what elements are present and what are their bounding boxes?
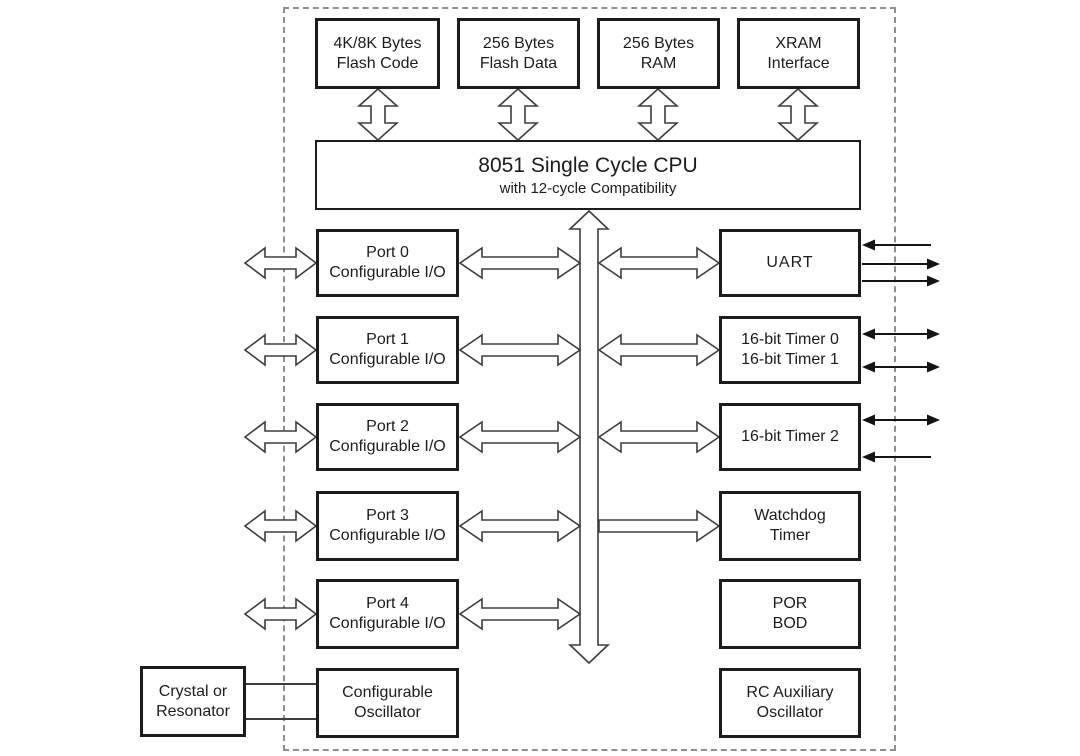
- chip-boundary-dashed-border: [283, 7, 896, 751]
- block-ram-label-1: 256 Bytes: [622, 34, 695, 52]
- block-cpu-title: 8051 Single Cycle CPU: [478, 153, 698, 177]
- block-timer01-label-1: 16-bit Timer 0: [741, 331, 839, 348]
- port1-external-arrow-icon: [243, 333, 318, 367]
- uart-signal-out-arrow-2-icon: [862, 275, 940, 287]
- block-ram-label-2: RAM: [640, 54, 677, 72]
- block-rc-aux-oscillator: RC Auxiliary Oscillator: [719, 668, 861, 738]
- port1-bus-arrow-icon: [458, 333, 582, 367]
- block-config-osc-label-1: Configurable: [342, 684, 433, 701]
- block-flash-data: 256 Bytes Flash Data: [457, 18, 580, 89]
- block-port0: Port 0 Configurable I/O: [316, 229, 459, 297]
- port0-bus-arrow-icon: [458, 246, 582, 280]
- port2-bus-arrow-icon: [458, 420, 582, 454]
- block-rc-osc-label-2: Oscillator: [756, 704, 824, 721]
- block-watchdog-label-1: Watchdog: [754, 507, 826, 524]
- port4-external-arrow-icon: [243, 597, 318, 631]
- block-por-bod: POR BOD: [719, 579, 861, 649]
- block-crystal-label-2: Resonator: [156, 702, 230, 720]
- block-port2-label-2: Configurable I/O: [329, 438, 446, 455]
- block-xram-label-1: XRAM: [775, 34, 822, 52]
- timer2-signal-in-arrow-icon: [862, 451, 931, 463]
- ram-cpu-arrow-icon: [636, 87, 680, 142]
- block-timer01: 16-bit Timer 0 16-bit Timer 1: [719, 316, 861, 384]
- block-xram-interface: XRAM Interface: [737, 18, 860, 89]
- timer01-signal-arrow-2-icon: [862, 361, 940, 373]
- cpu-bus-vertical-arrow-icon: [567, 209, 611, 665]
- block-crystal-resonator: Crystal or Resonator: [140, 666, 246, 737]
- block-port4-label-1: Port 4: [366, 595, 409, 612]
- timer01-signal-arrow-1-icon: [862, 328, 940, 340]
- block-por-bod-label-2: BOD: [772, 615, 808, 632]
- port3-external-arrow-icon: [243, 509, 318, 543]
- flashcode-cpu-arrow-icon: [356, 87, 400, 142]
- crystal-oscillator-link-lines: [245, 683, 316, 720]
- timer2-signal-arrow-1-icon: [862, 414, 940, 426]
- block-port4-label-2: Configurable I/O: [329, 615, 446, 632]
- block-xram-label-2: Interface: [767, 54, 830, 72]
- port0-external-arrow-icon: [243, 246, 318, 280]
- block-configurable-oscillator: Configurable Oscillator: [316, 668, 459, 738]
- block-por-bod-label-1: POR: [772, 595, 808, 612]
- uart-signal-out-arrow-1-icon: [862, 258, 940, 270]
- block-flash-code: 4K/8K Bytes Flash Code: [315, 18, 440, 89]
- block-rc-osc-label-1: RC Auxiliary: [746, 684, 834, 701]
- block-uart-label: UART: [766, 254, 814, 271]
- port2-external-arrow-icon: [243, 420, 318, 454]
- block-port4: Port 4 Configurable I/O: [316, 579, 459, 649]
- block-port2-label-1: Port 2: [366, 418, 409, 435]
- uart-signal-in-arrow-icon: [862, 239, 931, 251]
- bus-watchdog-arrow-icon: [598, 509, 721, 543]
- block-port2: Port 2 Configurable I/O: [316, 403, 459, 471]
- block-port1-label-2: Configurable I/O: [329, 351, 446, 368]
- block-timer2-label: 16-bit Timer 2: [741, 428, 839, 445]
- bus-timer01-arrow-icon: [597, 333, 721, 367]
- block-crystal-label-1: Crystal or: [158, 682, 228, 700]
- port3-bus-arrow-icon: [458, 509, 582, 543]
- block-timer2: 16-bit Timer 2: [719, 403, 861, 471]
- bus-uart-arrow-icon: [597, 246, 721, 280]
- block-watchdog-label-2: Timer: [769, 527, 811, 544]
- block-port1: Port 1 Configurable I/O: [316, 316, 459, 384]
- block-ram: 256 Bytes RAM: [597, 18, 720, 89]
- block-port3-label-1: Port 3: [366, 507, 409, 524]
- block-port0-label-1: Port 0: [366, 244, 409, 261]
- block-uart: UART: [719, 229, 861, 297]
- block-flash-data-label-1: 256 Bytes: [482, 34, 555, 52]
- xram-cpu-arrow-icon: [776, 87, 820, 142]
- block-cpu-subtitle: with 12-cycle Compatibility: [499, 179, 677, 197]
- block-watchdog-timer: Watchdog Timer: [719, 491, 861, 561]
- block-flash-data-label-2: Flash Data: [479, 54, 558, 72]
- block-flash-code-label-1: 4K/8K Bytes: [333, 34, 422, 52]
- block-cpu: 8051 Single Cycle CPU with 12-cycle Comp…: [315, 140, 861, 210]
- block-timer01-label-2: 16-bit Timer 1: [741, 351, 839, 368]
- flashdata-cpu-arrow-icon: [496, 87, 540, 142]
- block-config-osc-label-2: Oscillator: [354, 704, 421, 721]
- bus-timer2-arrow-icon: [597, 420, 721, 454]
- block-port1-label-1: Port 1: [366, 331, 409, 348]
- block-flash-code-label-2: Flash Code: [336, 54, 419, 72]
- block-port0-label-2: Configurable I/O: [329, 264, 446, 281]
- port4-bus-arrow-icon: [458, 597, 582, 631]
- block-port3: Port 3 Configurable I/O: [316, 491, 459, 561]
- block-port3-label-2: Configurable I/O: [329, 527, 446, 544]
